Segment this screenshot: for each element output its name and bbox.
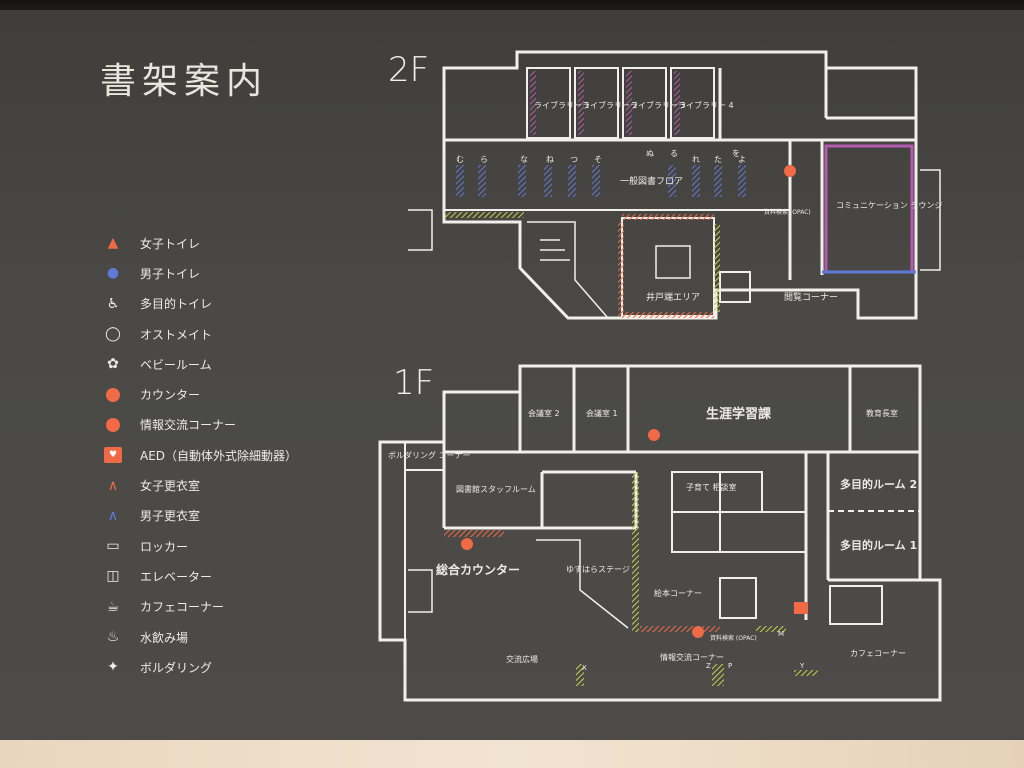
legend-label: カフェコーナー [140,600,225,615]
floor-1-labels: 会議室 2 会議室 1 生涯学習課 教育長室 ボルダリング コーナー 図書館スタ… [388,406,917,672]
legend-label: ロッカー [140,539,189,554]
legend-label: ボルダリング [140,660,213,675]
lifelong-learning-label: 生涯学習課 [706,406,772,422]
marker-y: Y [799,662,805,670]
shelf-mark: そ [594,155,602,164]
wooden-floor [0,740,1024,768]
reading-corner-label: 閲覧コーナー [784,291,838,303]
marker-m: M [778,630,784,638]
womens-toilet-icon: ▲ [107,235,119,252]
shelf-mark: ね [546,155,554,164]
legend-item: ♥ AED（自動体外式除細動器） [100,440,297,470]
floor-2-plan [408,50,941,320]
legend-item: ♨ 水飲み場 [100,622,297,652]
shelf-mark: を [732,149,740,158]
ostomate-icon: ◯ [105,326,121,343]
library-2-label: ライブラリー 2 [582,100,638,110]
legend-label: 男子更衣室 [140,509,201,524]
legend-label: カウンター [140,388,201,403]
marker-x: X [582,664,587,672]
library-3-label: ライブラリー 3 [630,100,686,110]
sign-board [0,10,1024,752]
water-fountain-icon: ♨ [106,629,120,645]
principal-room-label: 教育長室 [866,408,898,418]
legend-label: オストメイト [140,327,213,342]
page-title: 書架案内 [100,61,269,102]
legend-item: 情報交流コーナー [100,410,297,440]
info-exchange-corner-label: 情報交流コーナー [660,652,724,662]
multipurpose-toilet-icon: ♿ [106,295,120,312]
legend-item: カウンター [100,379,297,409]
aed-icon: ♥ [100,444,126,466]
legend-item: ✦ ボルダリング [100,652,297,682]
shelf-mark: ら [480,155,488,164]
legend-item: ♿ 多目的トイレ [100,289,297,319]
shelf-mark: な [520,155,528,164]
legend-item: ∧ 男子更衣室 [100,501,297,531]
legend-item: ▭ ロッカー [100,531,297,561]
mens-toilet-icon: ● [106,265,120,282]
shelf-mark: ぬ [646,149,654,158]
meeting-room-2-label: 会議室 2 [528,408,560,418]
legend-item: ∧ 女子更衣室 [100,470,297,500]
legend-label: 水飲み場 [140,630,189,645]
cafe-corner-label: カフェコーナー [850,649,906,658]
legend-item: ✿ ベビールーム [100,349,297,379]
cafe-corner-icon: ☕ [106,598,120,615]
elevator-icon: ◫ [106,568,120,585]
exchange-plaza-label: 交流広場 [506,654,538,664]
counter-icon [100,384,126,406]
floor-label-1f: 1F [393,363,435,403]
idobata-area-label: 井戸端エリア [646,291,700,303]
mens-changing-room-icon: ∧ [107,507,119,524]
yusuhara-stage-label: ゆすはらステージ [566,565,630,574]
floor-2-shelves [444,71,916,318]
womens-changing-room-icon: ∧ [107,477,119,494]
meeting-room-1-label: 会議室 1 [586,408,618,418]
marker-z: Z [706,662,711,670]
staff-room-label: 図書館スタッフルーム [456,484,536,494]
legend-item: ◫ エレベーター [100,561,297,591]
shelf-mark: た [714,155,722,164]
library-4-label: ライブラリー 4 [678,100,734,110]
baby-room-icon: ✿ [107,356,119,373]
legend-label: 情報交流コーナー [140,418,237,433]
legend-label: 男子トイレ [140,266,201,281]
opac-2f-label: 資料検索 (OPAC) [764,208,811,216]
legend-label: エレベーター [140,569,213,584]
shelf-mark: む [456,155,464,164]
communication-lounge-label: コミュニケーション ラウンジ [836,201,942,210]
legend-label: 女子トイレ [140,236,201,251]
floor-2-labels: ライブラリー 1 ライブラリー 2 ライブラリー 3 ライブラリー 4 一般図書… [456,100,942,303]
legend-label: AED（自動体外式除細動器） [140,448,298,463]
legend-label: ベビールーム [140,357,212,372]
shelf-mark: よ [738,155,746,164]
legend-label: 女子更衣室 [140,479,201,494]
general-floor-label: 一般図書フロア [620,175,683,187]
bouldering-icon: ✦ [107,659,119,676]
legend-item: ▲ 女子トイレ [100,228,297,258]
legend-item: ☕ カフェコーナー [100,592,297,622]
bouldering-corner-label: ボルダリング コーナー [388,450,471,460]
info-exchange-corner-icon [100,414,126,436]
library-1-label: ライブラリー 1 [534,100,590,110]
legend-item: ◯ オストメイト [100,319,297,349]
general-counter-label: 総合カウンター [436,562,520,577]
shelf-mark: れ [692,155,700,164]
shelf-mark: る [670,149,678,158]
legend-item: ● 男子トイレ [100,258,297,288]
multipurpose-room-2-label: 多目的ルーム 2 [840,477,917,491]
multipurpose-room-1-label: 多目的ルーム 1 [840,538,917,552]
childcare-consult-label: 子育て 相談室 [686,482,737,492]
locker-icon: ▭ [106,538,120,555]
floor-1-shelves [444,429,818,686]
marker-p: P [728,662,732,670]
opac-1f-label: 資料検索 (OPAC) [710,634,757,642]
floor-label-2f: 2F [388,50,430,90]
legend-label: 多目的トイレ [140,297,213,312]
legend: ▲ 女子トイレ ● 男子トイレ ♿ 多目的トイレ ◯ オストメイト ✿ ベビール… [100,228,297,682]
picture-book-corner-label: 絵本コーナー [654,588,702,598]
shelf-mark: つ [570,155,578,164]
